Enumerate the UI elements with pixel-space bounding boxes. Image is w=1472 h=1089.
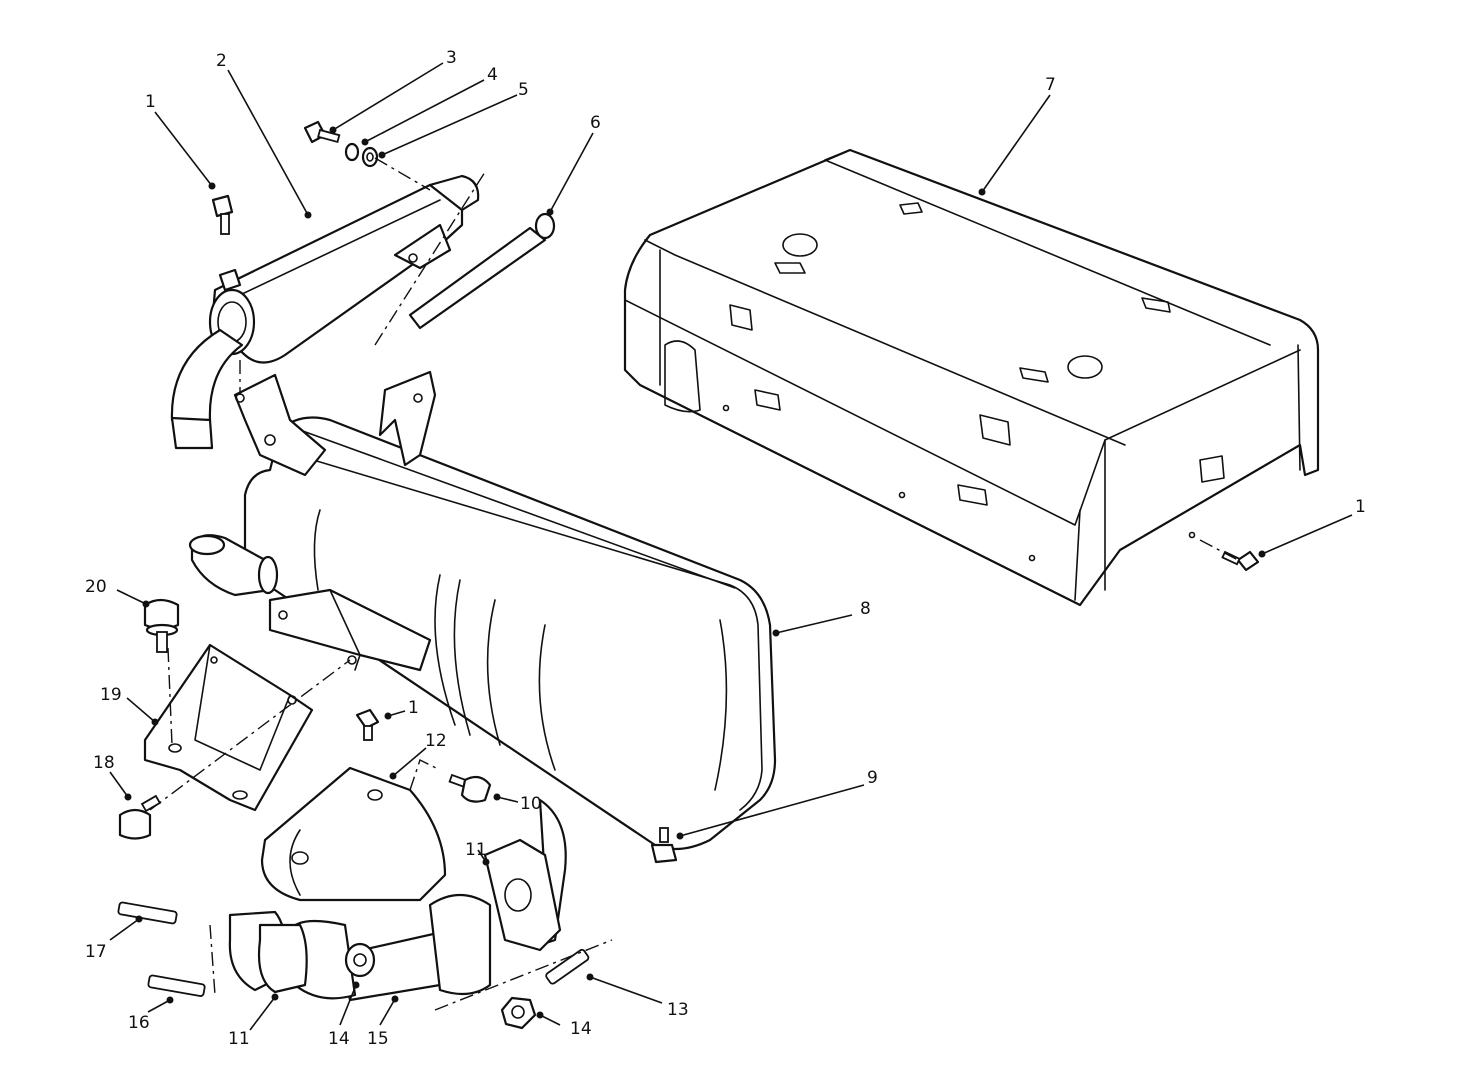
manifold-cover [260, 766, 447, 902]
centerlines [149, 157, 1239, 1011]
callout-9: 9 [867, 768, 878, 788]
callout-1: 1 [408, 698, 419, 718]
callout-2: 2 [216, 51, 227, 71]
callout-7: 7 [1045, 75, 1056, 95]
gaskets [228, 838, 562, 994]
nut-9 [650, 827, 678, 864]
tailpipe [374, 171, 556, 346]
nut-14 [500, 996, 537, 1030]
heat-shield-cover [623, 148, 1320, 607]
callout-5: 5 [518, 80, 529, 100]
callout-20: 20 [85, 577, 107, 597]
bolt-20 [143, 598, 180, 653]
callout-19: 19 [100, 685, 122, 705]
callout-1: 1 [1355, 497, 1366, 517]
stud-16 [147, 974, 206, 997]
main-muffler [188, 370, 777, 851]
bolt-1-upper [211, 194, 234, 235]
leader-lines [109, 62, 1353, 1031]
washer-5 [361, 146, 379, 168]
callout-17: 17 [85, 942, 107, 962]
callout-11: 11 [228, 1029, 250, 1049]
bolt-1-middle [355, 708, 380, 741]
callout-14: 14 [328, 1029, 350, 1049]
stud-13 [545, 948, 590, 985]
callout-18: 18 [93, 753, 115, 773]
callout-labels: 1 2 3 4 5 6 7 1 8 20 19 1 12 10 9 18 11 … [85, 48, 1366, 1049]
callout-12: 12 [425, 731, 447, 751]
callout-15: 15 [367, 1029, 389, 1049]
stud-17 [117, 901, 178, 925]
callout-8: 8 [860, 599, 871, 619]
bolt-1-right [1221, 550, 1260, 572]
callout-13: 13 [667, 1000, 689, 1020]
callout-1: 1 [145, 92, 156, 112]
bolt-10 [448, 773, 492, 803]
washer-4 [344, 142, 360, 162]
support-bracket [143, 643, 314, 812]
callout-10: 10 [520, 794, 542, 814]
callout-3: 3 [446, 48, 457, 68]
bolt-3 [303, 120, 341, 144]
callout-6: 6 [590, 113, 601, 133]
callout-11: 11 [465, 840, 487, 860]
callout-14: 14 [570, 1019, 592, 1039]
upper-muffler [170, 174, 480, 450]
callout-4: 4 [487, 65, 498, 85]
callout-16: 16 [128, 1013, 150, 1033]
bolt-18 [118, 794, 162, 840]
